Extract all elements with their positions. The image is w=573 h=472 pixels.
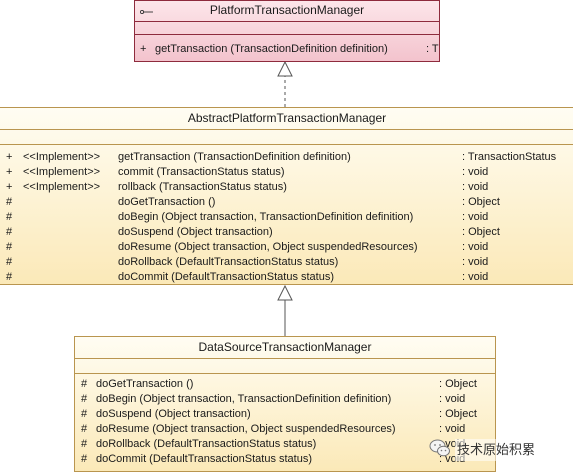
method-return-type: : Object bbox=[462, 196, 500, 208]
method-visibility: # bbox=[81, 423, 88, 435]
method-visibility: # bbox=[6, 211, 13, 223]
method-return-type: : void bbox=[462, 241, 489, 253]
abstract-class-name: AbstractPlatformTransactionManager bbox=[187, 111, 387, 125]
method-visibility: # bbox=[6, 226, 13, 238]
method-visibility: + bbox=[140, 43, 147, 55]
method-signature: doResume (Object transaction, Object sus… bbox=[96, 423, 396, 435]
method-return-type: : void bbox=[462, 166, 489, 178]
concrete-methods-separator bbox=[75, 373, 495, 374]
method-visibility: + bbox=[6, 181, 13, 193]
method-return-type: : void bbox=[439, 423, 466, 435]
method-visibility: # bbox=[81, 393, 88, 405]
abstract-method-row[interactable]: # doRollback (DefaultTransactionStatus s… bbox=[0, 255, 573, 270]
method-return-type: : void bbox=[462, 256, 489, 268]
method-signature: doBegin (Object transaction, Transaction… bbox=[118, 211, 414, 223]
method-signature: rollback (TransactionStatus status) bbox=[118, 181, 287, 193]
method-signature: doCommit (DefaultTransactionStatus statu… bbox=[96, 453, 313, 465]
method-signature: doSuspend (Object transaction) bbox=[118, 226, 273, 238]
interface-attributes-separator bbox=[135, 21, 439, 22]
method-signature: getTransaction (TransactionDefinition de… bbox=[155, 43, 388, 55]
abstract-methods-separator bbox=[0, 144, 573, 145]
abstract-method-row[interactable]: # doSuspend (Object transaction) : Objec… bbox=[0, 225, 573, 240]
concrete-method-row[interactable]: # doGetTransaction () : Object bbox=[75, 377, 495, 392]
method-visibility: # bbox=[81, 408, 88, 420]
abstract-method-row[interactable]: + <<Implement>> rollback (TransactionSta… bbox=[0, 180, 573, 195]
method-signature: doCommit (DefaultTransactionStatus statu… bbox=[118, 271, 335, 283]
method-return-type: : void bbox=[439, 393, 466, 405]
abstract-method-row[interactable]: # doGetTransaction () : Object bbox=[0, 195, 573, 210]
method-return-type: : void bbox=[462, 211, 489, 223]
method-visibility: # bbox=[81, 378, 88, 390]
method-return-type: : Object bbox=[439, 408, 477, 420]
method-stereotype: <<Implement>> bbox=[23, 151, 101, 163]
interface-method-row[interactable]: + getTransaction (TransactionDefinition … bbox=[135, 42, 439, 57]
watermark-text: 技术原始积累 bbox=[455, 439, 538, 461]
method-signature: doSuspend (Object transaction) bbox=[96, 408, 251, 420]
method-visibility: + bbox=[6, 166, 13, 178]
interface-lollipop-icon bbox=[140, 10, 153, 14]
method-return-type: : T bbox=[426, 43, 439, 55]
abstract-method-row[interactable]: + <<Implement>> getTransaction (Transact… bbox=[0, 150, 573, 165]
method-visibility: # bbox=[81, 438, 88, 450]
method-signature: doGetTransaction () bbox=[118, 196, 216, 208]
abstract-method-row[interactable]: # doCommit (DefaultTransactionStatus sta… bbox=[0, 270, 573, 285]
method-visibility: + bbox=[6, 151, 13, 163]
interface-name: PlatformTransactionManager bbox=[209, 3, 365, 17]
wechat-icon bbox=[429, 439, 450, 457]
concrete-method-row[interactable]: # doSuspend (Object transaction) : Objec… bbox=[75, 407, 495, 422]
method-signature: doGetTransaction () bbox=[96, 378, 194, 390]
method-return-type: : Object bbox=[462, 226, 500, 238]
method-visibility: # bbox=[81, 453, 88, 465]
interface-platform-transaction-manager[interactable]: PlatformTransactionManager + getTransact… bbox=[134, 0, 440, 62]
method-return-type: : void bbox=[462, 181, 489, 193]
concrete-method-row[interactable]: # doBegin (Object transaction, Transacti… bbox=[75, 392, 495, 407]
method-signature: doBegin (Object transaction, Transaction… bbox=[96, 393, 392, 405]
method-return-type: : Object bbox=[439, 378, 477, 390]
method-signature: getTransaction (TransactionDefinition de… bbox=[118, 151, 351, 163]
concrete-method-row[interactable]: # doResume (Object transaction, Object s… bbox=[75, 422, 495, 437]
method-visibility: # bbox=[6, 196, 13, 208]
generalization-arrowhead bbox=[277, 284, 293, 301]
method-visibility: # bbox=[6, 256, 13, 268]
abstract-method-row[interactable]: # doResume (Object transaction, Object s… bbox=[0, 240, 573, 255]
abstract-attributes-separator bbox=[0, 129, 573, 130]
interface-methods-separator bbox=[135, 34, 439, 35]
method-signature: commit (TransactionStatus status) bbox=[118, 166, 285, 178]
method-stereotype: <<Implement>> bbox=[23, 166, 101, 178]
method-visibility: # bbox=[6, 241, 13, 253]
class-datasource-transaction-manager[interactable]: DataSourceTransactionManager # doGetTran… bbox=[74, 336, 496, 472]
method-return-type: : TransactionStatus bbox=[462, 151, 557, 163]
method-signature: doResume (Object transaction, Object sus… bbox=[118, 241, 418, 253]
method-stereotype: <<Implement>> bbox=[23, 181, 101, 193]
method-visibility: # bbox=[6, 271, 13, 283]
method-signature: doRollback (DefaultTransactionStatus sta… bbox=[96, 438, 317, 450]
concrete-attributes-separator bbox=[75, 358, 495, 359]
realization-arrowhead bbox=[277, 60, 293, 77]
abstract-method-row[interactable]: # doBegin (Object transaction, Transacti… bbox=[0, 210, 573, 225]
method-signature: doRollback (DefaultTransactionStatus sta… bbox=[118, 256, 339, 268]
abstract-method-row[interactable]: + <<Implement>> commit (TransactionStatu… bbox=[0, 165, 573, 180]
method-return-type: : void bbox=[462, 271, 489, 283]
concrete-class-name: DataSourceTransactionManager bbox=[198, 340, 372, 354]
class-abstract-platform-transaction-manager[interactable]: AbstractPlatformTransactionManager + <<I… bbox=[0, 107, 573, 285]
